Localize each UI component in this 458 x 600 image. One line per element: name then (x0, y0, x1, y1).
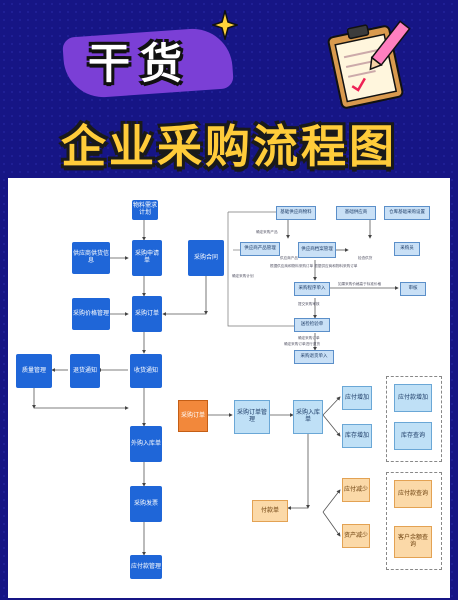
ledger-order-mgmt-node[interactable]: 采购订单管理 (234, 400, 270, 434)
flowchart-sheet: 物料需求计划 供应商供货信息 采购申请单 采购合同 采购价格管理 采购订单 质量… (8, 178, 450, 598)
label-confirm-order: 确定采购订单 (298, 336, 320, 340)
supplier-archive-node[interactable]: 供应商档案管理 (298, 242, 336, 258)
return-notice-node[interactable]: 退货通知 (70, 354, 100, 388)
material-plan-node[interactable]: 物料需求计划 (132, 200, 158, 220)
purchase-request-node[interactable]: 采购申请单 (132, 240, 162, 276)
label-confirm-product: 确定采购产品 (256, 230, 278, 234)
stock-query-node[interactable]: 库存查询 (394, 422, 432, 450)
label-submit-review: 提交采购审核 (298, 302, 320, 306)
page-title: 企业采购流程图 (60, 120, 397, 173)
review-node[interactable]: 审核 (400, 282, 426, 296)
customer-balance-node[interactable]: 客户余额查询 (394, 526, 432, 558)
tag-label: 干货 (88, 39, 193, 88)
label-price-check: 如果采购价格高于标准价格 (338, 282, 382, 286)
payment-node[interactable]: 付款单 (252, 500, 288, 522)
base-supplier-node[interactable]: 基础供应商 (336, 206, 376, 220)
stock-increase-node[interactable]: 库存增加 (342, 424, 372, 448)
payable-decrease-node[interactable]: 应付减少 (342, 478, 370, 502)
quality-management-node[interactable]: 质量管理 (16, 354, 52, 388)
asset-decrease-node[interactable]: 资产减少 (342, 524, 370, 548)
ledger-inbound-node[interactable]: 采购入库单 (293, 400, 323, 434)
sparkle-icon (212, 10, 238, 40)
label-supplier-product: 供应商产品 (280, 256, 298, 260)
process-purchase-node[interactable]: 采购程序单入 (294, 282, 330, 296)
label-order-basis: 根据供应商和物料采购订单 根据供应商和物料采购订单 (270, 264, 358, 268)
clipboard-pencil-icon (327, 20, 411, 109)
warehouse-config-node[interactable]: 仓库基础采购设置 (384, 206, 430, 220)
payable-mgmt-node[interactable]: 应付款增加 (394, 384, 432, 412)
ledger-order-node[interactable]: 采购订单 (178, 400, 208, 432)
label-confirm-plan: 确定采购计划 (232, 274, 254, 278)
return-entry-node[interactable]: 采购退货单入 (294, 350, 334, 364)
query-group-blue (386, 376, 442, 462)
payable-query-node[interactable]: 应付款查询 (394, 480, 432, 508)
supplier-info-node[interactable]: 供应商供货信息 (72, 242, 110, 274)
query-group-orange (386, 472, 442, 570)
main-supplier-node[interactable]: 基础供应商物料 (276, 206, 316, 220)
declared-product-node[interactable]: 供应商产品管理 (240, 242, 280, 256)
price-management-node[interactable]: 采购价格管理 (72, 298, 110, 330)
inbound-node[interactable]: 外购入库单 (130, 426, 162, 462)
receive-notice-node[interactable]: 收货通知 (130, 354, 162, 388)
connector-lines (32, 211, 399, 556)
purchase-order-node[interactable]: 采购订单 (132, 296, 162, 332)
purchase-contract-node[interactable]: 采购合同 (188, 240, 224, 276)
buyer-node[interactable]: 采购员 (394, 242, 420, 256)
label-return-order: 确定采购订单进行退货 (284, 342, 320, 346)
payable-management-node[interactable]: 应付款管理 (130, 555, 162, 579)
label-check-supply: 检查供货 (358, 256, 373, 260)
purchase-invoice-node[interactable]: 采购发票 (130, 486, 162, 522)
inspection-node[interactable]: 送检检验单 (294, 318, 330, 332)
payable-increase-node[interactable]: 应付增加 (342, 386, 372, 410)
